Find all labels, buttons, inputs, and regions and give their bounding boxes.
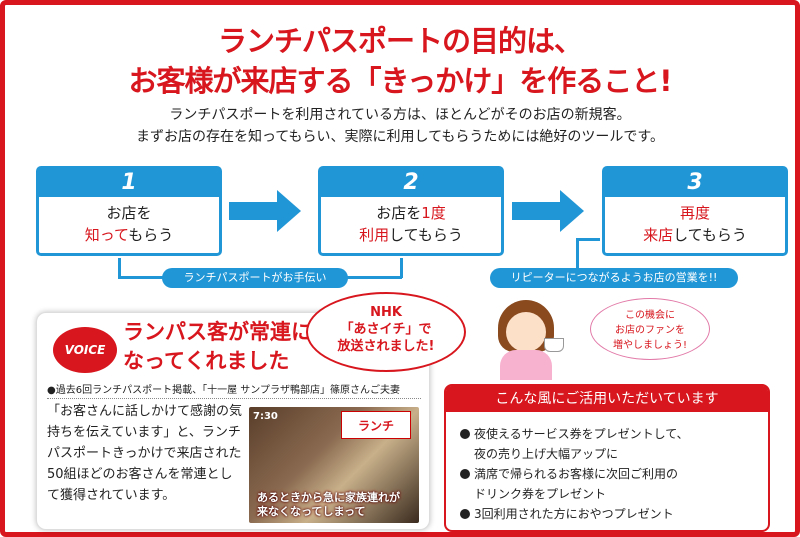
voice-title-line1: ランパス客が常連に bbox=[123, 320, 312, 344]
connector-right-up bbox=[576, 238, 579, 270]
nhk-callout: NHK 「あさイチ」で 放送されました! bbox=[306, 292, 466, 372]
step-3-text: 再度 来店してもらう bbox=[605, 197, 785, 246]
step-2-card: 2 お店を1度 利用してもらう bbox=[318, 166, 504, 256]
connector-right-h bbox=[576, 238, 600, 241]
subtitle-line1: ランチパスポートを利用されている方は、ほとんどがそのお店の新規客。 bbox=[169, 107, 631, 123]
step-2-text: お店を1度 利用してもらう bbox=[321, 197, 501, 246]
tips-list: 夜使えるサービス券をプレゼントして、夜の売り上げ大幅アップに 満席で帰られるお客… bbox=[460, 424, 689, 524]
tip-2-line1: 満席で帰られるお客様に次回ご利用の bbox=[474, 467, 679, 481]
step-1-line2: 知ってもらう bbox=[39, 224, 219, 246]
tip-item: 夜使えるサービス券をプレゼントして、夜の売り上げ大幅アップに bbox=[460, 424, 689, 464]
voice-body: 「お客さんに話しかけて感謝の気持ちを伝えています」と、ランチパスポートきっかけで… bbox=[47, 404, 243, 503]
step-2-number: 2 bbox=[321, 169, 501, 197]
step-1-number: 1 bbox=[39, 169, 219, 197]
step-2-line2: 利用してもらう bbox=[321, 224, 501, 246]
bullet-icon bbox=[460, 509, 470, 519]
step-1-text: お店を 知ってもらう bbox=[39, 197, 219, 246]
tip-2-line2: ドリンク券をプレゼント bbox=[474, 487, 607, 501]
headline-line2: お客様が来店する「きっかけ」を作ること! bbox=[128, 64, 672, 98]
voice-badge: VOICE bbox=[53, 327, 117, 373]
speech-bubble: この機会に お店のファンを 増やしましょう! bbox=[590, 298, 710, 360]
bullet-icon bbox=[460, 429, 470, 439]
voice-title-line2: なってくれました bbox=[123, 349, 290, 373]
step-2-red-2: 利用 bbox=[359, 226, 390, 244]
step-1-red: 知って bbox=[84, 226, 129, 244]
cup-icon bbox=[544, 338, 564, 352]
bubble-line1: この機会に bbox=[625, 310, 675, 321]
photo-clock: 7:30 bbox=[253, 411, 278, 422]
subtitle-line2: まずお店の存在を知ってもらい、実際に利用してもらうためには絶好のツールです。 bbox=[135, 129, 665, 145]
step-2-pre: お店を bbox=[376, 204, 422, 222]
repeater-pill: リピーターにつながるようお店の営業を!! bbox=[490, 268, 738, 288]
nhk-line2: 「あさイチ」で bbox=[340, 322, 432, 337]
waitress-illustration bbox=[494, 300, 564, 380]
step-3-number: 3 bbox=[605, 169, 785, 197]
bullet-icon bbox=[460, 469, 470, 479]
connector-mid-h bbox=[346, 276, 402, 279]
tip-1-line1: 夜使えるサービス券をプレゼントして、 bbox=[474, 427, 689, 441]
step-2-line1: お店を1度 bbox=[321, 202, 501, 224]
headline-line1: ランチパスポートの目的は、 bbox=[217, 24, 583, 58]
step-3-card: 3 再度 来店してもらう bbox=[602, 166, 788, 256]
step-2-red-1: 1度 bbox=[421, 204, 446, 222]
tv-screenshot-photo: 7:30 ランチ あるときから急に家族連れが 来なくなってしまって bbox=[249, 407, 419, 523]
tip-1-line2: 夜の売り上げ大幅アップに bbox=[474, 447, 619, 461]
nhk-line3: 放送されました! bbox=[337, 339, 435, 354]
step-1-rest: もらう bbox=[128, 226, 174, 244]
tip-item: 満席で帰られるお客様に次回ご利用のドリンク券をプレゼント bbox=[460, 464, 689, 504]
support-pill: ランチパスポートがお手伝い bbox=[162, 268, 348, 288]
connector-mid-up bbox=[400, 258, 403, 278]
voice-panel: VOICE ランパス客が常連に なってくれました ●過去6回ランチパスポート掲載… bbox=[36, 312, 430, 530]
connector-left-h bbox=[118, 276, 166, 279]
bubble-line3: 増やしましょう! bbox=[612, 340, 687, 351]
step-3-red: 来店 bbox=[643, 226, 674, 244]
photo-tv-sign: ランチ bbox=[341, 411, 411, 439]
step-3-rest: してもらう bbox=[673, 226, 747, 244]
step-3-line1: 再度 bbox=[679, 204, 710, 222]
photo-caption: あるときから急に家族連れが 来なくなってしまって bbox=[257, 491, 400, 519]
step-1-card: 1 お店を 知ってもらう bbox=[36, 166, 222, 256]
tip-item: 3回利用された方におやつプレゼント bbox=[460, 504, 689, 524]
step-3-line2: 来店してもらう bbox=[605, 224, 785, 246]
photo-caption-line2: 来なくなってしまって bbox=[257, 505, 366, 518]
connector-left-up bbox=[118, 258, 121, 278]
bubble-line2: お店のファンを bbox=[615, 325, 685, 336]
voice-caption: ●過去6回ランチパスポート掲載、「十一屋 サンプラザ鴨部店」篠原さんご夫妻 bbox=[47, 381, 421, 399]
photo-caption-line1: あるときから急に家族連れが bbox=[257, 491, 400, 504]
step-2-rest: してもらう bbox=[389, 226, 463, 244]
tips-heading: こんな風にご活用いただいています bbox=[446, 386, 768, 412]
tips-panel: こんな風にご活用いただいています 夜使えるサービス券をプレゼントして、夜の売り上… bbox=[444, 384, 770, 532]
nhk-line1: NHK bbox=[370, 305, 402, 320]
step-1-line1: お店を bbox=[106, 204, 152, 222]
tip-3-line1: 3回利用された方におやつプレゼント bbox=[474, 507, 674, 521]
